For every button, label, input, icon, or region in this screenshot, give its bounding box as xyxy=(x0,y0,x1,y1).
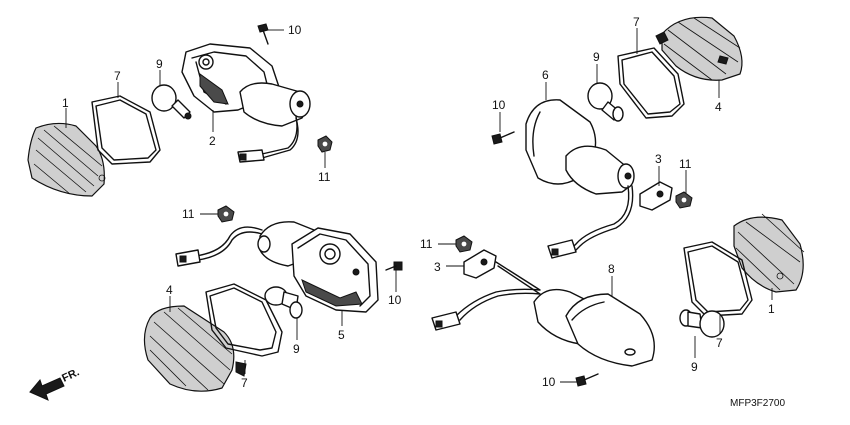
wire-connector-bottom-left xyxy=(175,226,263,267)
bracket-part-3-bottom-right xyxy=(463,249,497,279)
front-direction-indicator: FR. xyxy=(29,366,81,401)
housing-part-5 xyxy=(257,221,379,313)
callout-6: 6 xyxy=(542,68,549,82)
nut-part-11-bottom-left xyxy=(217,205,235,223)
diagram-code: MFP3F2700 xyxy=(730,398,785,409)
gasket-part-7-bottom-right xyxy=(683,241,753,317)
callout-7-top-left: 7 xyxy=(114,69,121,83)
callout-3-top-right: 3 xyxy=(655,152,662,166)
bulb-part-9-top-right xyxy=(587,82,624,122)
housing-part-6 xyxy=(525,99,635,195)
callout-11-top-right: 11 xyxy=(679,157,692,171)
screw-part-10-top-left xyxy=(257,23,269,45)
callout-9-bottom-left: 9 xyxy=(293,342,300,356)
front-direction-label: FR. xyxy=(60,366,81,384)
callout-9-bottom-right: 9 xyxy=(691,360,698,374)
callout-4-bottom-left: 4 xyxy=(166,283,173,297)
callout-8: 8 xyxy=(608,262,615,276)
callout-10-bottom-right: 10 xyxy=(542,375,556,389)
nut-part-11-top-left xyxy=(317,135,333,153)
callout-3-bottom-right: 3 xyxy=(434,260,441,274)
callout-7-top-right: 7 xyxy=(633,15,640,29)
lens-part-1-bottom-right xyxy=(733,213,805,293)
screw-part-10-bottom-right xyxy=(575,373,599,387)
nut-part-11-top-right xyxy=(675,191,693,209)
screw-part-10-bottom-left xyxy=(385,261,403,271)
gasket-part-7-top-left xyxy=(91,95,161,165)
lens-part-4-top-right xyxy=(655,16,743,81)
callout-10-top-left: 10 xyxy=(288,23,302,37)
screw-part-10-top-right xyxy=(491,131,515,145)
callout-numbers: 1 2 10 7 9 11 11 10 4 5 9 7 6 9 7 4 10 3… xyxy=(62,15,775,390)
callout-2: 2 xyxy=(209,134,216,148)
wire-connector-top-right xyxy=(547,185,634,259)
wire-connector-top-left xyxy=(237,115,299,163)
housing-part-8 xyxy=(533,288,655,367)
bracket-part-3-top-right xyxy=(639,181,673,211)
bulb-part-9-bottom-left xyxy=(264,286,303,319)
callout-9-top-left: 9 xyxy=(156,57,163,71)
callout-9-top-right: 9 xyxy=(593,50,600,64)
callout-11-top-left: 11 xyxy=(318,170,331,184)
bulb-part-9-bottom-right xyxy=(679,309,725,338)
leader-lines xyxy=(65,28,773,383)
callout-10-top-right: 10 xyxy=(492,98,506,112)
bulb-part-9-top-left xyxy=(151,84,192,120)
callout-4-top-right: 4 xyxy=(715,100,722,114)
lens-part-1-top-left xyxy=(27,122,106,197)
callout-5: 5 xyxy=(338,328,345,342)
callout-7-bottom-right: 7 xyxy=(716,336,723,350)
housing-part-2 xyxy=(181,43,311,127)
callout-1-top-left: 1 xyxy=(62,96,69,110)
gasket-part-7-bottom-left xyxy=(205,283,283,357)
front-arrow-icon xyxy=(29,377,65,401)
callout-11-bottom-left: 11 xyxy=(182,207,195,221)
wire-connector-bottom-right xyxy=(431,261,541,331)
gasket-part-7-top-right xyxy=(617,47,685,119)
nut-part-11-bottom-right xyxy=(455,235,473,253)
callout-7-bottom-left: 7 xyxy=(241,376,248,390)
callout-11-bottom-right: 11 xyxy=(420,237,433,251)
callout-10-bottom-left: 10 xyxy=(388,293,402,307)
callout-1-bottom-right: 1 xyxy=(768,302,775,316)
